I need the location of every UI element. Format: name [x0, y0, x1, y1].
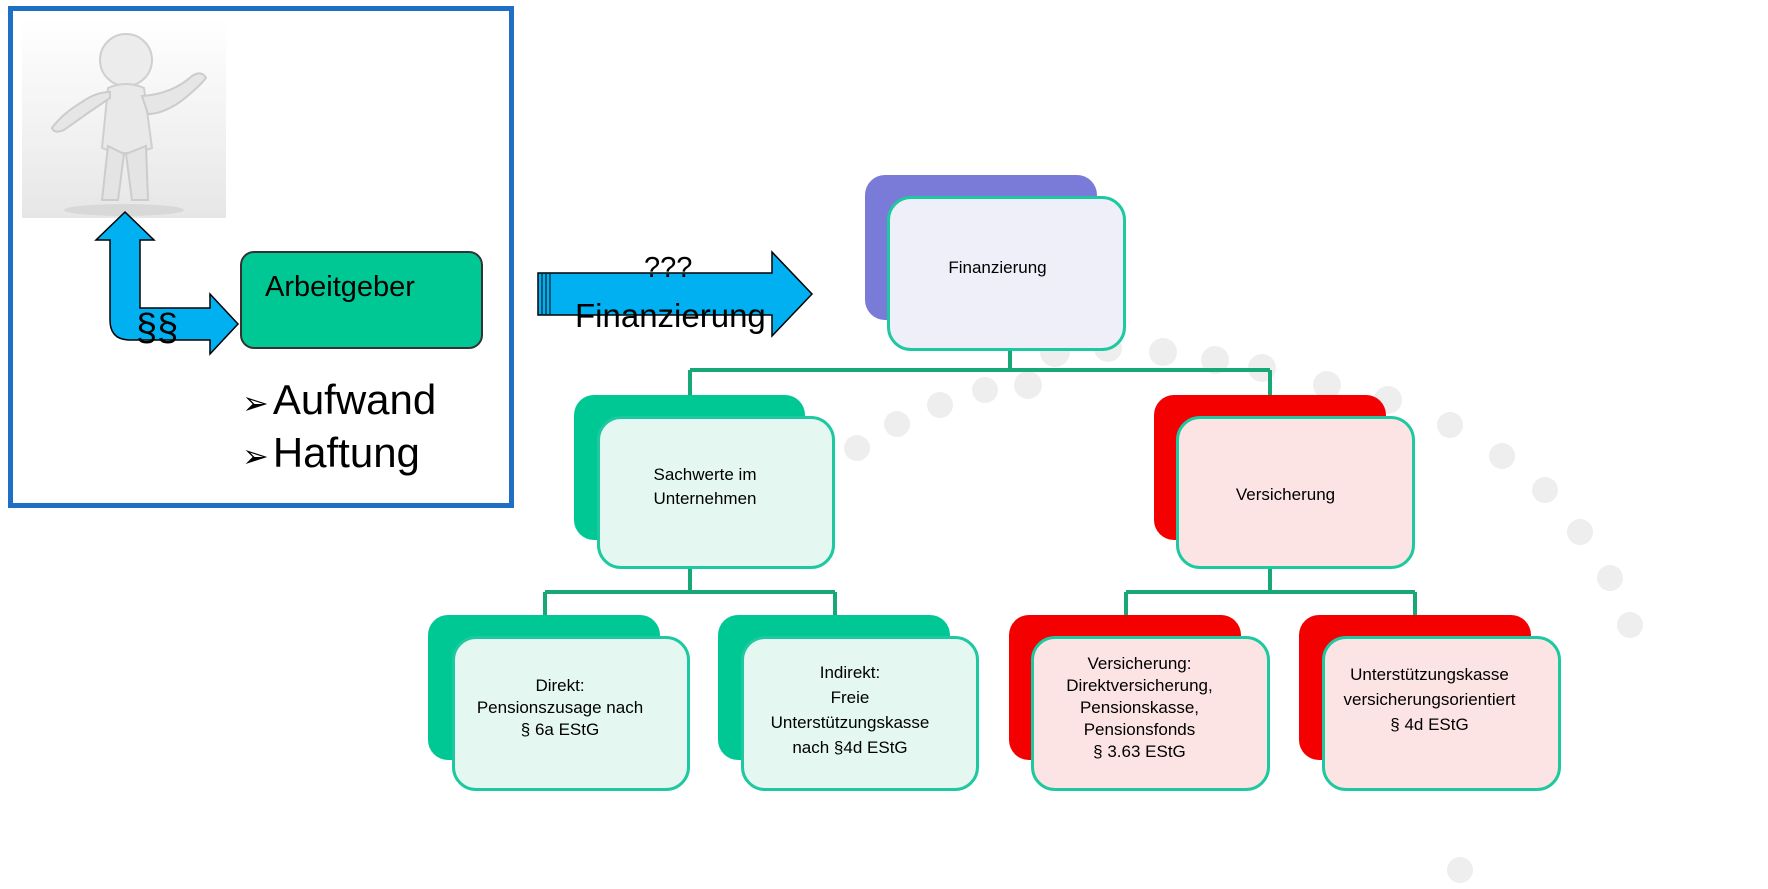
arrow-financing-label: Finanzierung [575, 297, 766, 334]
left-branch-label: Sachwerte im Unternehmen [653, 464, 757, 508]
leaf-direct-label: Direkt: Pensionszusage nach § 6a EStG [476, 675, 644, 739]
employer-node [240, 251, 483, 349]
right-branch-node: Versicherung [1176, 416, 1415, 569]
person-illustration [22, 18, 226, 218]
leaf-insurance-label: Versicherung: Direktversicherung, Pensio… [1066, 653, 1213, 761]
paragraph-sign: §§ [136, 307, 179, 349]
root-node-label: Finanzierung [948, 257, 1047, 277]
leaf-support-node: Unterstützungskasse versicherungsorienti… [1322, 636, 1561, 791]
bullet-item: ➢Aufwand [242, 376, 437, 423]
arrow-bullet-icon: ➢ [242, 384, 269, 422]
employer-label: Arbeitgeber [265, 271, 415, 303]
leaf-indirect-node: Indirekt: Freie Unterstützungskasse nach… [741, 636, 979, 791]
leaf-direct-node: Direkt: Pensionszusage nach § 6a EStG [452, 636, 690, 791]
bullet-list: ➢Aufwand ➢Haftung [242, 375, 436, 481]
root-node: Finanzierung [887, 196, 1126, 351]
arrow-bullet-icon: ➢ [242, 437, 269, 475]
right-branch-label: Versicherung [1235, 484, 1336, 504]
leaf-support-label: Unterstützungskasse versicherungsorienti… [1343, 665, 1516, 734]
leaf-indirect-label: Indirekt: Freie Unterstützungskasse nach… [770, 662, 930, 757]
leaf-insurance-node: Versicherung: Direktversicherung, Pensio… [1031, 636, 1270, 791]
bullet-item: ➢Haftung [242, 429, 420, 476]
arrow-question-label: ??? [644, 252, 693, 284]
left-branch-node: Sachwerte im Unternehmen [597, 416, 835, 569]
